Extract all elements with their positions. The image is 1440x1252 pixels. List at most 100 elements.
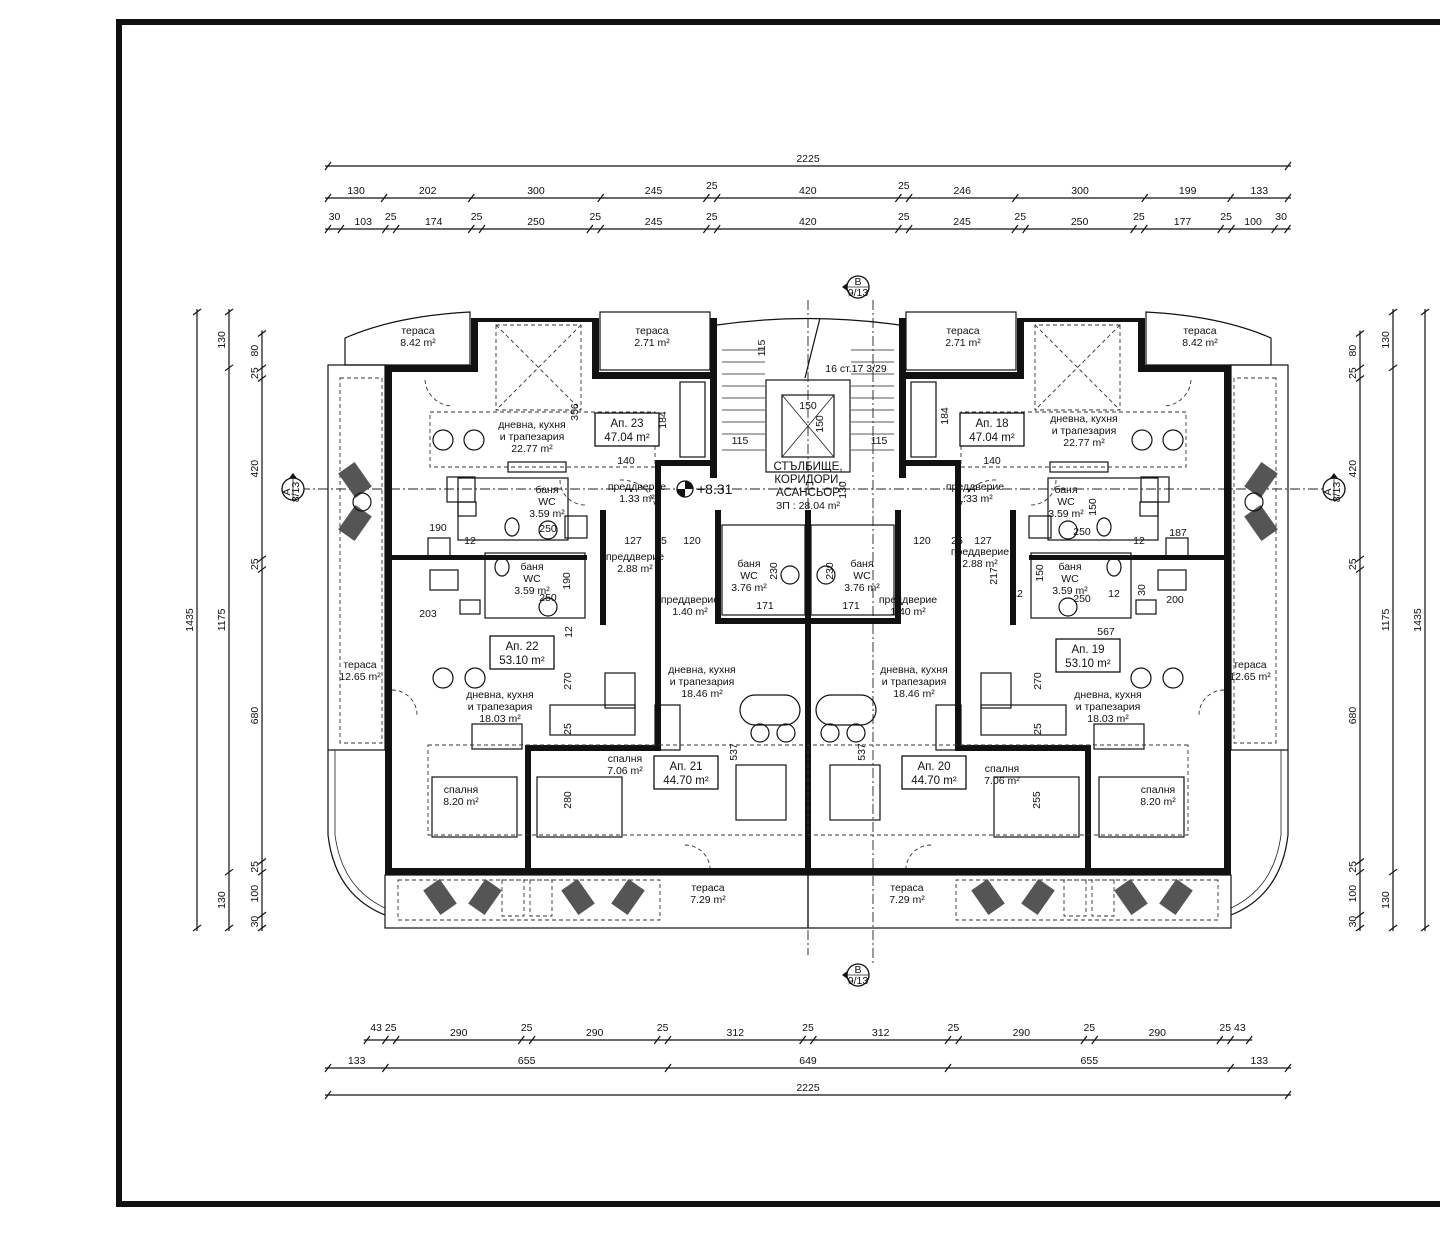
dimension-value: 25 (1347, 861, 1359, 873)
dimension-value: 43 (370, 1022, 382, 1034)
terrace-outline (327, 364, 386, 751)
dimension-value: 25 (802, 1022, 814, 1034)
dimension-tick (597, 193, 605, 203)
dimension-tick (1227, 1035, 1235, 1045)
dimension-tick (1022, 224, 1030, 234)
room-name: дневна, кухня (1074, 689, 1142, 701)
dimension-tick (528, 1035, 536, 1045)
right-wing (804, 311, 1289, 929)
room-area: 1.40 m² (672, 606, 708, 618)
inner-dimension: 270 (1032, 672, 1044, 690)
dimension-value: 30 (1347, 916, 1359, 928)
bathroom-walls (484, 552, 586, 619)
dimension-tick (955, 1035, 963, 1045)
dimension-tick (478, 224, 486, 234)
room-name: баня (535, 484, 558, 496)
inner-dimension: 140 (983, 455, 1001, 467)
room-area: 1.33 m² (957, 493, 993, 505)
wardrobe (679, 381, 706, 458)
inner-dimension: 171 (756, 600, 774, 612)
dimension-tick (1420, 308, 1430, 316)
dimension-tick (257, 911, 267, 919)
level-marker-icon (676, 480, 694, 498)
room-name: преддверие (946, 481, 1004, 493)
room-name: и трапезария (670, 676, 735, 688)
dimension-value: 130 (1380, 331, 1392, 349)
dimension-value: 80 (249, 345, 261, 357)
stair-cut-line (804, 317, 821, 379)
dimension-tick (257, 364, 267, 372)
dimension-tick (1355, 329, 1365, 337)
dimension-tick (1355, 566, 1365, 574)
dimension-tick (324, 1063, 332, 1073)
dimension-value: 25 (385, 1022, 397, 1034)
sunbed-icon (561, 878, 595, 916)
washbasin-icon (538, 597, 558, 617)
dimension-tick (1217, 224, 1225, 234)
dimension-value: 2225 (796, 153, 820, 165)
room-name: преддверие (606, 551, 664, 563)
dimension-value: 103 (354, 216, 372, 228)
inner-dimension: 115 (756, 339, 768, 356)
wall (655, 460, 661, 750)
level-elevation: +8.31 (697, 481, 733, 497)
inner-dimension: 127 (974, 535, 992, 547)
dimension-tick (257, 329, 267, 337)
inner-dimension: 270 (562, 672, 574, 690)
left-wing (327, 311, 811, 929)
room-area: 18.46 m² (893, 688, 935, 700)
skylight-diagonal (495, 324, 582, 411)
section-sheet: 8/13 (290, 482, 302, 503)
wall (385, 868, 808, 875)
dimension-value: 130 (347, 185, 365, 197)
section-letter: B (854, 964, 861, 976)
apartment-number: Ап. 22 (505, 641, 538, 653)
room-name: дневна, кухня (668, 664, 736, 676)
dimension-value: 250 (1071, 216, 1089, 228)
dimension-value: 25 (706, 211, 718, 223)
inner-dimension: 150 (814, 415, 826, 433)
sofa (549, 704, 636, 736)
door-swing (424, 379, 454, 407)
room-area: 7.06 m² (984, 775, 1020, 787)
dimension-tick (944, 1035, 952, 1045)
dimension-tick (894, 193, 902, 203)
inner-dimension: 171 (842, 600, 860, 612)
section-sheet: 9/13 (848, 287, 869, 299)
room-name: WC (853, 570, 871, 582)
dimension-tick (597, 224, 605, 234)
dimension-value: 649 (799, 1055, 817, 1067)
dimension-tick (713, 193, 721, 203)
dimension-tick (517, 1035, 525, 1045)
room-area: 7.29 m² (690, 894, 726, 906)
dimension-tick (1355, 857, 1365, 865)
dimension-tick (1355, 868, 1365, 876)
dimension-value: 30 (1275, 211, 1287, 223)
dimension-value: 300 (1071, 185, 1089, 197)
dimension-value: 100 (249, 885, 261, 903)
room-area: 2.88 m² (617, 563, 653, 575)
wall (592, 372, 712, 379)
sofa (604, 672, 636, 709)
section-marker-b-bottom: B9/13 (842, 963, 870, 987)
dimension-tick (257, 555, 267, 563)
dimension-tick (1388, 308, 1398, 316)
room-area: 7.29 m² (889, 894, 925, 906)
inner-dimension: 184 (939, 407, 951, 425)
inner-dimension: 250 (539, 523, 557, 535)
dimension-value: 245 (953, 216, 971, 228)
room-name: тераса (691, 882, 724, 894)
inner-dimension: 127 (624, 535, 642, 547)
inner-dimension: 12 (1133, 535, 1145, 547)
inner-dimension: 200 (1166, 594, 1184, 606)
dimension-tick (1130, 224, 1138, 234)
dimension-tick (1355, 555, 1365, 563)
inner-dimension: 190 (561, 572, 573, 590)
dimension-tick (257, 857, 267, 865)
dimension-value: 420 (799, 216, 817, 228)
dimension-tick (1388, 364, 1398, 372)
room-name: тераса (343, 659, 376, 671)
washbasin-icon (538, 520, 558, 540)
inner-dimension: 187 (1169, 527, 1187, 539)
